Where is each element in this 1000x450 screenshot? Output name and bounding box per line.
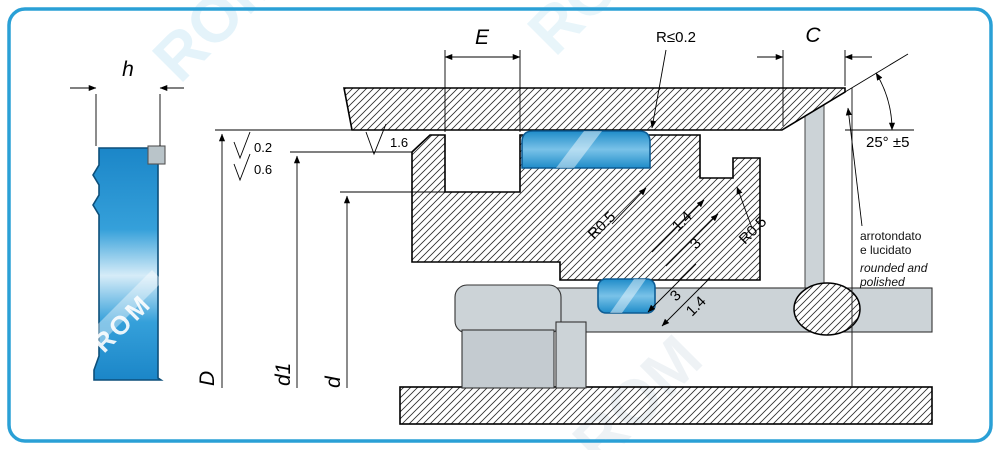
roughness-check-bore — [365, 123, 387, 156]
upper-chamfer-line-2 — [665, 213, 719, 267]
note-italian-1: arrotondato — [860, 229, 922, 243]
angle-label: 25° ±5 — [866, 134, 909, 151]
piston-section — [411, 134, 761, 281]
note-italian-2: e lucidato — [860, 243, 912, 257]
lower-chamfer-line-2 — [661, 277, 711, 327]
r05-right-leader — [736, 186, 753, 229]
bore-wall-section — [343, 87, 846, 131]
rod-end-section — [793, 282, 861, 336]
rough-top-label: 0.2 — [254, 140, 272, 155]
backup-ring — [147, 145, 166, 165]
piston-boss-upper — [454, 284, 562, 334]
bottom-wall-section — [399, 386, 933, 425]
cylinder-end-strip — [804, 104, 825, 291]
seals — [521, 130, 656, 314]
rod-seal — [597, 278, 656, 314]
E-label: E — [475, 26, 490, 49]
note-leader — [845, 107, 863, 227]
piston-boss-lower — [461, 329, 555, 389]
annotations: h E C R≤0.2 25° ±5 1.6 0.2 0.6 R0.5 — [70, 24, 928, 388]
lower-chamfer-line-1 — [647, 263, 697, 313]
r-max-label: R≤0.2 — [656, 29, 696, 46]
seal-profile-highlight — [88, 270, 163, 345]
d-label: d — [322, 375, 345, 388]
r-max-leader — [650, 49, 667, 129]
cylinder-bore-block — [343, 87, 846, 131]
h-label: h — [122, 58, 134, 81]
angle-arc — [875, 72, 896, 131]
rough-bottom-label: 0.6 — [254, 162, 272, 177]
D-label: D — [196, 371, 219, 386]
rod-step — [555, 321, 587, 389]
r05-left-leader — [611, 187, 647, 225]
rough-bore-label: 1.6 — [390, 135, 408, 150]
watermark-top-left: ROM — [139, 0, 295, 95]
rod-seal-highlight — [610, 279, 646, 313]
note-english-2: polished — [859, 275, 905, 289]
C-label: C — [805, 24, 821, 47]
piston-body — [411, 134, 761, 281]
d1-label: d1 — [272, 363, 295, 386]
note-english-1: rounded and — [860, 261, 928, 275]
upper-chamfer-line-1 — [651, 199, 705, 253]
piston-seal — [521, 130, 651, 169]
left-seal-profile: ROM — [87, 145, 166, 381]
roughness-check-bottom — [233, 153, 251, 182]
seal-profile-shape — [92, 147, 164, 381]
roughness-check-top — [233, 131, 251, 160]
frame-border — [7, 7, 993, 443]
piston-seal-highlight — [556, 131, 602, 168]
